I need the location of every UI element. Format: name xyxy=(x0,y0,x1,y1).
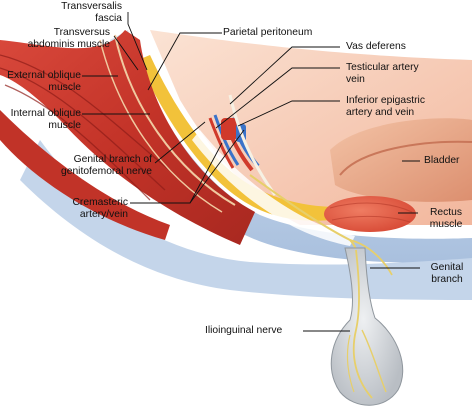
label-genital-branch-genitofemoral: Genital branch of genitofemoral nerve xyxy=(60,154,152,177)
label-internal-oblique: Internal oblique muscle xyxy=(10,108,81,131)
bladder-shape xyxy=(330,118,472,202)
testicular-vessels xyxy=(213,114,240,166)
label-rectus-muscle: Rectus muscle xyxy=(429,207,463,230)
label-cremasteric: Cremasteric artery/vein xyxy=(72,197,129,220)
scrotum-sac xyxy=(330,247,404,406)
label-parietal-peritoneum: Parietal peritoneum xyxy=(223,27,313,38)
label-transversalis-fascia: Transversalis fascia xyxy=(61,1,122,24)
vas-deferens-tube xyxy=(228,94,277,196)
lower-muscle-strip xyxy=(0,110,170,240)
label-transversus-abdominis: Transversus abdominis muscle xyxy=(27,27,110,50)
label-testicular-artery-vein: Testicular artery vein xyxy=(346,62,419,85)
ilioinguinal-nerve-path xyxy=(352,249,373,399)
label-genital-branch: Genital branch xyxy=(430,262,464,285)
leader-lines xyxy=(82,12,420,332)
label-inferior-epigastric: Inferior epigastric artery and vein xyxy=(346,95,425,118)
rectus-muscle-shape xyxy=(324,196,416,232)
aponeurosis-layer xyxy=(20,140,472,300)
label-ilioinguinal-nerve: Ilioinguinal nerve xyxy=(205,325,283,336)
label-bladder: Bladder xyxy=(424,155,460,166)
label-vas-deferens: Vas deferens xyxy=(346,41,406,52)
label-external-oblique: External oblique muscle xyxy=(7,70,81,93)
